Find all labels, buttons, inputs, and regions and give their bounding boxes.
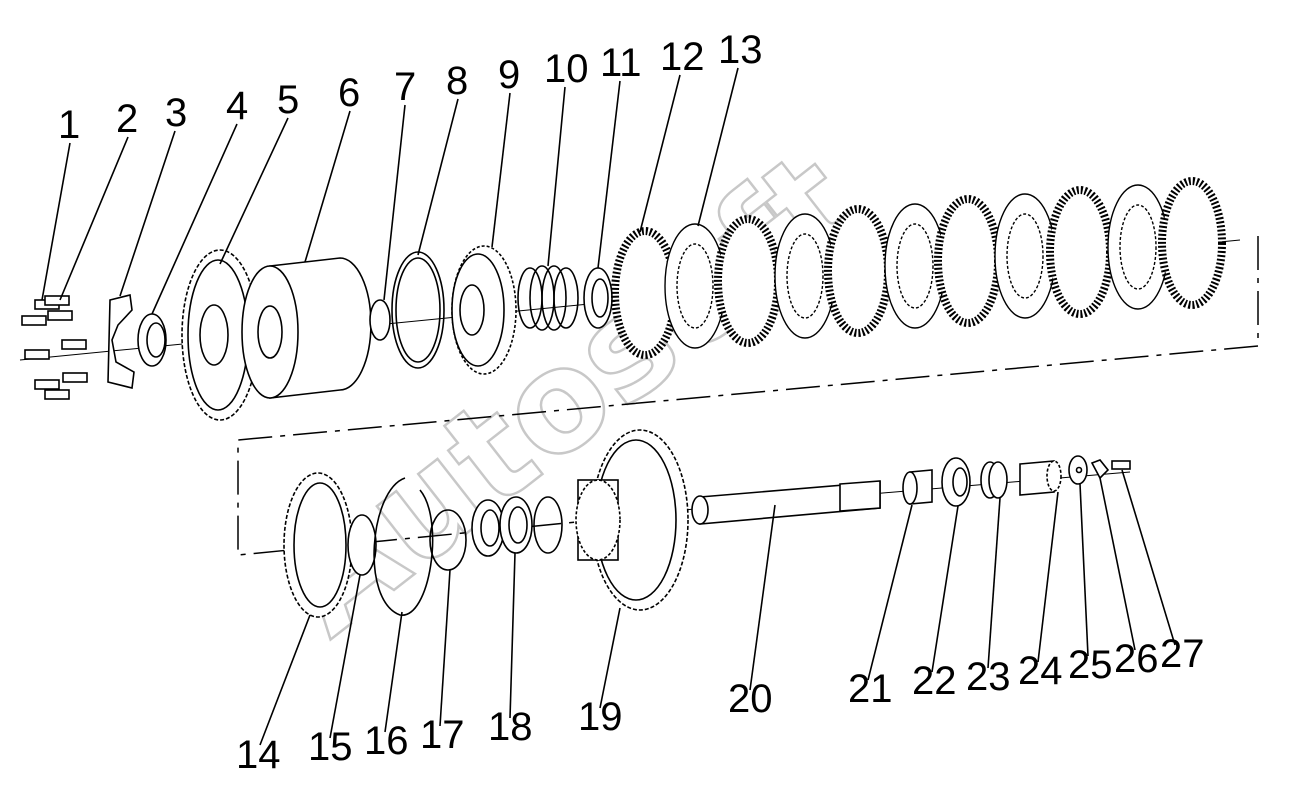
- callout-12: 12: [660, 35, 705, 79]
- callout-14: 14: [236, 733, 281, 777]
- callout-16: 16: [364, 719, 409, 763]
- callout-20: 20: [728, 677, 773, 721]
- retaining-plate: [107, 294, 135, 389]
- seal-ring-8: [391, 251, 445, 369]
- snap-ring: [533, 496, 563, 554]
- callout-27: 27: [1160, 632, 1205, 676]
- bearing-22: [941, 457, 971, 507]
- spring-10: [517, 265, 579, 331]
- callout-4: 4: [226, 84, 248, 128]
- callout-21: 21: [848, 667, 893, 711]
- callout-6: 6: [338, 71, 360, 115]
- tab-washer-26: [1090, 459, 1110, 480]
- bolt-set: [21, 295, 88, 400]
- circlip-16: [373, 477, 434, 616]
- callout-24: 24: [1018, 649, 1063, 693]
- o-ring-7: [369, 299, 391, 341]
- callout-3: 3: [165, 91, 187, 135]
- snap-ring-15: [347, 514, 377, 576]
- callout-22: 22: [912, 659, 957, 703]
- clutch-disc-stack: [611, 177, 1226, 359]
- callout-5: 5: [277, 78, 299, 122]
- callout-23: 23: [966, 655, 1011, 699]
- bearing-4: [137, 313, 167, 367]
- callout-9: 9: [498, 53, 520, 97]
- callout-2: 2: [116, 97, 138, 141]
- clutch-housing: [241, 257, 372, 399]
- callout-26: 26: [1114, 637, 1159, 681]
- gear-ring-14: [283, 472, 353, 618]
- leader-lines: [41, 67, 1176, 746]
- shaft-20: [691, 480, 881, 525]
- bushing-24: [1019, 460, 1062, 496]
- callout-13: 13: [718, 28, 763, 72]
- callout-1: 1: [58, 103, 80, 147]
- seal-ring-23: [980, 461, 1008, 499]
- callout-11: 11: [600, 41, 642, 85]
- callout-8: 8: [446, 59, 468, 103]
- callout-15: 15: [308, 725, 353, 769]
- callout-17: 17: [420, 713, 465, 757]
- piston-9: [451, 245, 517, 375]
- washer-25: [1068, 455, 1088, 485]
- callout-25: 25: [1068, 643, 1113, 687]
- snap-ring-17: [429, 509, 467, 571]
- spring-retainer-11: [583, 267, 613, 329]
- callout-18: 18: [488, 705, 533, 749]
- sleeve-21: [902, 469, 933, 505]
- bearing-pair-18: [471, 496, 533, 557]
- callout-19: 19: [578, 695, 623, 739]
- gear-19: [575, 429, 689, 611]
- callout-labels: 1 2 3 4 5 6 7 8 9 10 11 12 13 14 15 16 1…: [58, 28, 1205, 777]
- bolt-27: [1111, 460, 1131, 470]
- callout-10: 10: [544, 47, 589, 91]
- callout-7: 7: [394, 65, 416, 109]
